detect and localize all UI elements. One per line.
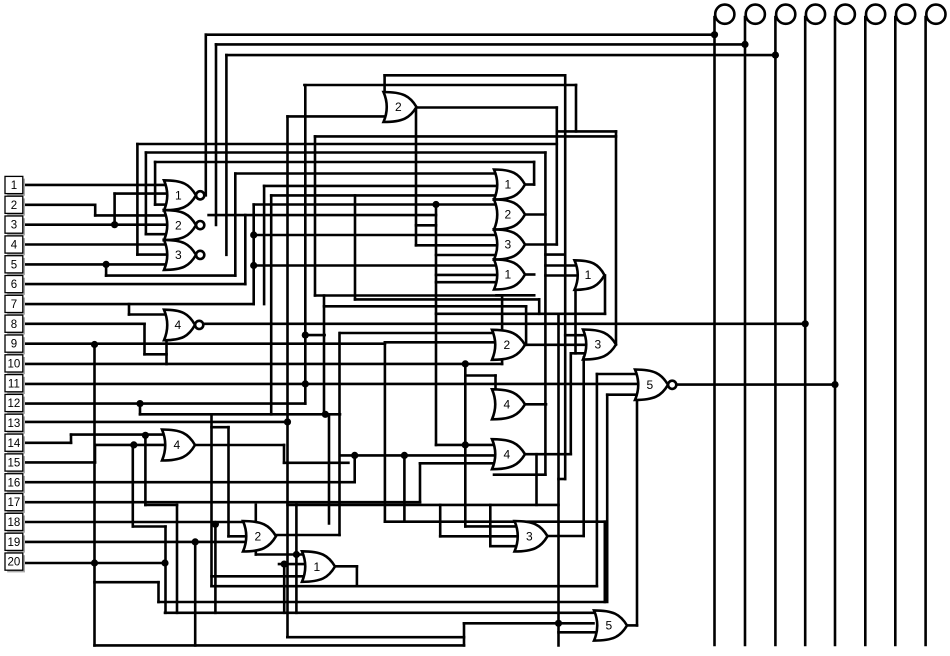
svg-text:9: 9 (11, 339, 17, 351)
svg-text:2: 2 (175, 218, 182, 232)
svg-text:10: 10 (8, 359, 21, 371)
svg-text:1: 1 (175, 189, 182, 203)
svg-text:4: 4 (175, 318, 182, 332)
svg-text:5: 5 (606, 619, 613, 633)
svg-text:8: 8 (11, 319, 17, 331)
svg-text:2: 2 (505, 208, 512, 222)
svg-text:12: 12 (8, 398, 21, 410)
svg-text:1: 1 (505, 178, 512, 192)
svg-text:3: 3 (175, 248, 182, 262)
svg-text:1: 1 (585, 268, 592, 282)
svg-text:14: 14 (8, 438, 21, 450)
svg-text:20: 20 (8, 557, 21, 569)
svg-text:7: 7 (11, 299, 17, 311)
svg-text:3: 3 (526, 530, 533, 544)
svg-text:17: 17 (8, 497, 21, 509)
svg-text:3: 3 (11, 220, 17, 232)
svg-text:1: 1 (505, 268, 512, 282)
svg-text:2: 2 (255, 530, 262, 544)
svg-text:11: 11 (8, 378, 20, 390)
svg-text:4: 4 (11, 240, 18, 252)
svg-text:16: 16 (8, 477, 21, 489)
svg-text:6: 6 (11, 279, 17, 291)
svg-text:19: 19 (8, 537, 21, 549)
svg-text:3: 3 (595, 338, 602, 352)
svg-text:5: 5 (11, 259, 17, 271)
svg-text:18: 18 (8, 517, 21, 529)
svg-text:2: 2 (504, 338, 511, 352)
svg-text:4: 4 (173, 438, 180, 452)
svg-text:4: 4 (504, 398, 511, 412)
svg-text:13: 13 (8, 418, 21, 430)
svg-text:1: 1 (11, 180, 17, 192)
svg-text:1: 1 (314, 560, 321, 574)
svg-text:5: 5 (647, 378, 654, 392)
svg-text:2: 2 (395, 100, 402, 114)
svg-text:2: 2 (11, 200, 17, 212)
svg-text:4: 4 (504, 447, 511, 461)
svg-text:15: 15 (8, 458, 21, 470)
svg-text:3: 3 (505, 238, 512, 252)
